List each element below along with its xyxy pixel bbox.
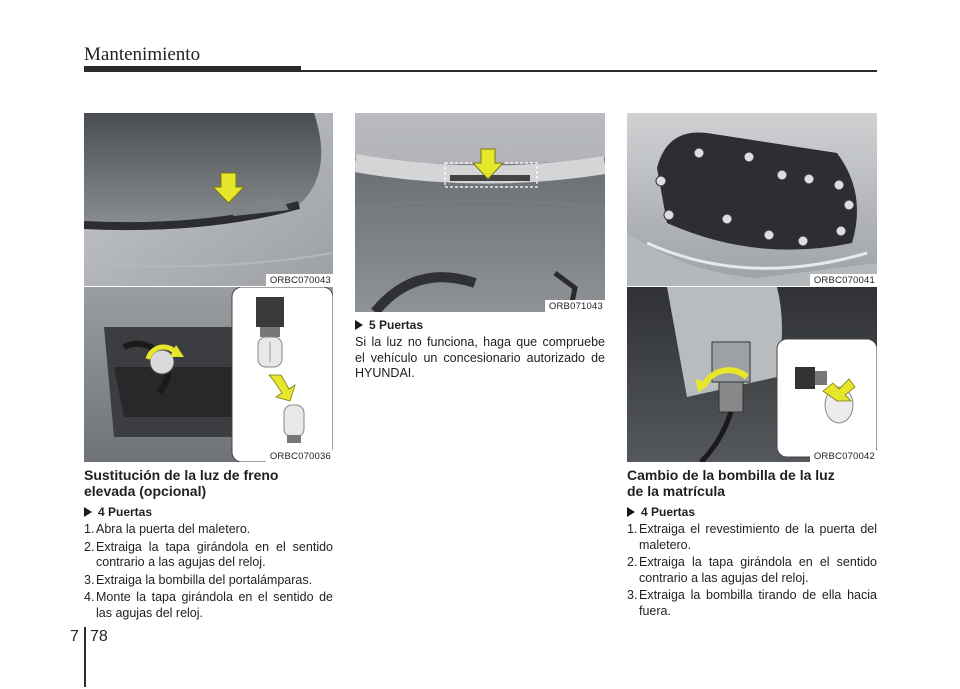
triangle-bullet-icon bbox=[627, 507, 635, 517]
list-item: 3.Extraiga la bombilla del portalámparas… bbox=[84, 572, 313, 587]
list-item: 2.Extraiga la tapa girándola en el senti… bbox=[84, 539, 333, 570]
figure-rear-window: ORBC070043 bbox=[84, 113, 333, 286]
triangle-bullet-icon bbox=[355, 320, 363, 330]
triangle-bullet-icon bbox=[84, 507, 92, 517]
middle-column: 5 Puertas Si la luz no funciona, haga qu… bbox=[355, 318, 605, 382]
subheading-5-doors: 5 Puertas bbox=[355, 318, 605, 333]
figure-5door-brake-light: ORB071043 bbox=[355, 113, 605, 312]
paragraph-5-doors: Si la luz no funciona, haga que comprueb… bbox=[355, 335, 605, 380]
subheading-4-doors: 4 Puertas bbox=[84, 505, 333, 520]
figure-code: ORB071043 bbox=[544, 300, 605, 312]
section-header-title: Mantenimiento bbox=[84, 44, 201, 65]
right-column: Cambio de la bombilla de la luz de la ma… bbox=[627, 467, 877, 621]
figure-code: ORBC070036 bbox=[265, 450, 333, 462]
figure-code: ORBC070041 bbox=[809, 274, 877, 286]
section-title-plate-light: Cambio de la bombilla de la luz de la ma… bbox=[627, 467, 835, 499]
list-item: 4.Monte la tapa girándola en el sentido … bbox=[84, 590, 333, 620]
page-number-rule bbox=[84, 627, 86, 687]
list-item: 1.Extraiga el revestimiento de la puerta… bbox=[627, 522, 877, 552]
list-item: 2.Extraiga la tapa girándola en el senti… bbox=[627, 555, 877, 585]
subheading-4-doors: 4 Puertas bbox=[627, 505, 877, 520]
header-rule bbox=[301, 70, 877, 72]
figure-code: ORBC070043 bbox=[265, 274, 333, 286]
steps-list: 1.Abra la puerta del maletero. 2.Extraig… bbox=[84, 522, 333, 621]
page-number: 78 bbox=[90, 628, 108, 645]
figure-trunk-trim: ORBC070041 bbox=[627, 113, 877, 286]
steps-list: 1.Extraiga el revestimiento de la puerta… bbox=[627, 522, 877, 619]
figure-plate-bulb: ORBC070042 bbox=[627, 287, 877, 462]
left-column: Sustitución de la luz de freno elevada (… bbox=[84, 467, 333, 623]
list-item: 3.Extraiga la bombilla tirando de ella h… bbox=[627, 588, 877, 618]
figure-code: ORBC070042 bbox=[809, 450, 877, 462]
header-bar bbox=[84, 66, 301, 72]
chapter-number: 7 bbox=[70, 628, 79, 645]
section-title-brake-light: Sustitución de la luz de freno elevada (… bbox=[84, 467, 279, 499]
figure-brake-light-bulb: ORBC070036 bbox=[84, 287, 333, 462]
list-item: 1.Abra la puerta del maletero. bbox=[84, 522, 251, 536]
